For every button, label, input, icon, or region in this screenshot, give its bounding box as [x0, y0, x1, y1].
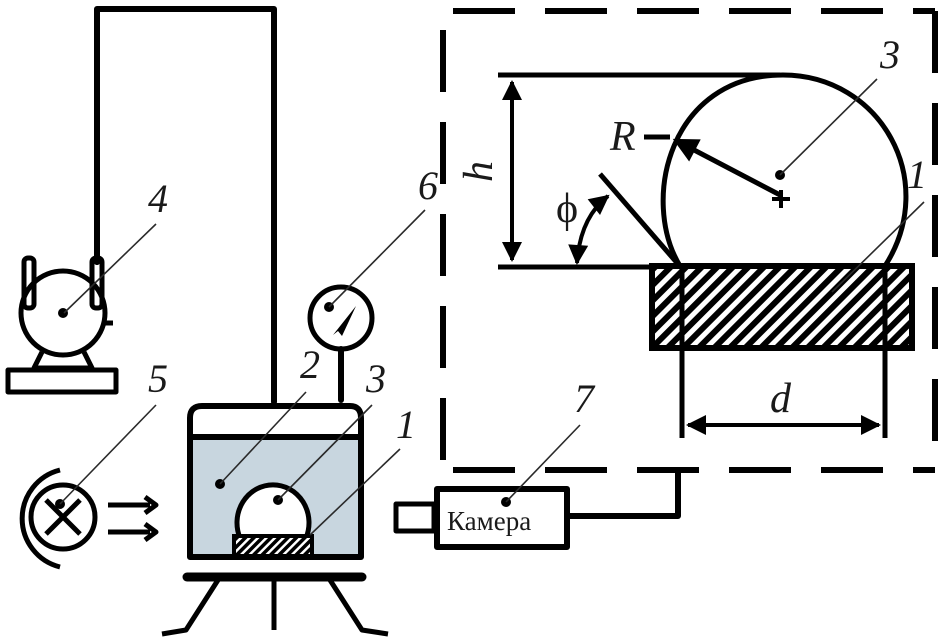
chamber-icon: [187, 403, 364, 560]
detail-leader-1: [831, 201, 925, 293]
light-arrows-icon: [108, 494, 159, 543]
height-label: h: [456, 161, 502, 182]
detail-view: [498, 72, 915, 438]
leader-line-3: [277, 404, 373, 501]
label-5: 5: [148, 356, 168, 401]
leader-line-4: [63, 223, 157, 314]
leader-line-5: [59, 404, 157, 505]
leader-line-7: [505, 424, 581, 503]
label-2: 2: [300, 342, 320, 387]
detail-leader-3: [779, 78, 878, 176]
light-source-icon: [19, 467, 98, 570]
label-3: 3: [365, 356, 386, 401]
pressure-gauge-icon: [307, 284, 375, 403]
diameter-label: d: [770, 376, 792, 422]
label-7: 7: [574, 376, 596, 421]
detail-label-3: 3: [879, 32, 900, 77]
chamber-stand: [161, 572, 389, 637]
radius-label: R: [609, 114, 636, 160]
leader-line-6: [328, 209, 426, 308]
label-6: 6: [418, 163, 438, 208]
vacuum-pump-icon: [5, 255, 119, 395]
leader-line-2: [219, 391, 307, 485]
detail-label-1: 1: [907, 152, 927, 197]
label-4: 4: [148, 176, 168, 221]
angle-label: ϕ: [556, 186, 578, 232]
leader-line-1: [309, 448, 401, 536]
camera-label: Камера: [447, 506, 531, 536]
label-1: 1: [396, 402, 416, 447]
detail-frame: [440, 8, 938, 473]
vacuum-line: [94, 6, 277, 405]
camera-icon: [393, 467, 681, 550]
